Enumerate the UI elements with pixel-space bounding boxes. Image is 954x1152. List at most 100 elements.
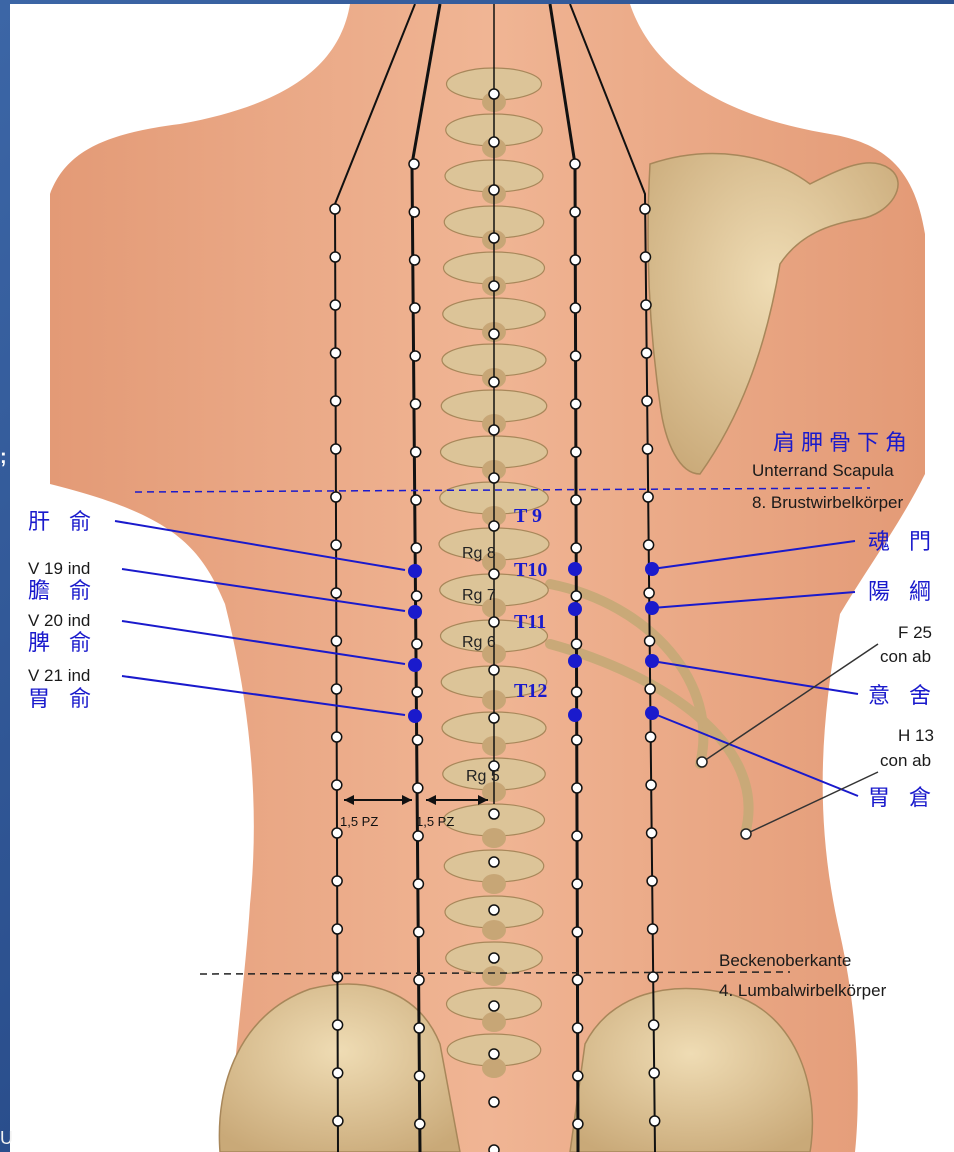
meridian-point (411, 543, 421, 553)
meridian-point (570, 159, 580, 169)
meridian-point (489, 569, 499, 579)
acupoint-t12-upper (568, 654, 582, 668)
meridian-point (489, 1145, 499, 1152)
acupoint-t10 (568, 562, 582, 576)
label-v19: V 19 ind (28, 559, 90, 578)
label-f25-sub: con ab (880, 647, 931, 666)
meridian-point (572, 879, 582, 889)
meridian-point (489, 233, 499, 243)
meridian-point (641, 252, 651, 262)
meridian-point (570, 207, 580, 217)
label-scapula-cn: 肩胛骨下角 (773, 431, 913, 456)
meridian-point (571, 495, 581, 505)
acupoint-t11 (568, 602, 582, 616)
meridian-point (333, 1068, 343, 1078)
meridian-point (414, 975, 424, 985)
meridian-point (571, 351, 581, 361)
spinous-process (482, 828, 506, 848)
label-h13: H 13 (898, 726, 934, 745)
meridian-point (489, 809, 499, 819)
acupoint-dan-shu (408, 605, 422, 619)
meridian-point (489, 281, 499, 291)
acupoint-wei-cang (645, 706, 659, 720)
meridian-point (489, 617, 499, 627)
meridian-point (330, 300, 340, 310)
label-iliac: Beckenoberkante (719, 951, 851, 970)
meridian-point (410, 351, 420, 361)
meridian-point (489, 905, 499, 915)
meridian-point (411, 495, 421, 505)
label-t10: T10 (514, 559, 547, 581)
meridian-point (412, 687, 422, 697)
spinous-process (482, 874, 506, 894)
f25-point (697, 757, 707, 767)
meridian-point (573, 1119, 583, 1129)
meridian-point (647, 828, 657, 838)
label-t12: T12 (514, 680, 547, 702)
meridian-point (649, 1020, 659, 1030)
meridian-point (489, 857, 499, 867)
meridian-point (573, 1023, 583, 1033)
meridian-point (410, 303, 420, 313)
label-t9: T 9 (514, 505, 542, 527)
meridian-point (332, 732, 342, 742)
meridian-point (489, 1001, 499, 1011)
label-yang-gang: 陽 綱 (868, 580, 937, 605)
spinous-process (482, 1058, 506, 1078)
meridian-point (489, 137, 499, 147)
meridian-point (640, 204, 650, 214)
meridian-point (414, 1023, 424, 1033)
meridian-point (414, 927, 424, 937)
meridian-point (410, 255, 420, 265)
back-anatomy-diagram: 肩胛骨下角 Unterrand Scapula 8. Brustwirbelkö… (10, 4, 954, 1152)
meridian-point (333, 1020, 343, 1030)
label-t11: T11 (514, 611, 546, 633)
acupoint-t12-lower (568, 708, 582, 722)
meridian-point (333, 1116, 343, 1126)
h13-point (741, 829, 751, 839)
meridian-point (649, 1068, 659, 1078)
meridian-point (642, 396, 652, 406)
meridian-point (571, 591, 581, 601)
meridian-point (332, 780, 342, 790)
meridian-point (489, 473, 499, 483)
meridian-point (412, 639, 422, 649)
label-hun-men: 魂 門 (868, 530, 937, 555)
meridian-point (644, 540, 654, 550)
acupoint-gan-shu (408, 564, 422, 578)
meridian-point (647, 876, 657, 886)
meridian-point (332, 684, 342, 694)
meridian-point (330, 252, 340, 262)
meridian-point (412, 591, 422, 601)
meridian-point (570, 255, 580, 265)
meridian-point (489, 953, 499, 963)
slide-side-glyph: ; (0, 446, 7, 469)
meridian-point (572, 639, 582, 649)
label-rg7: Rg 7 (462, 587, 496, 604)
meridian-point (331, 636, 341, 646)
meridian-point (331, 540, 341, 550)
label-thoracic8: 8. Brustwirbelkörper (752, 493, 904, 512)
meridian-point (413, 831, 423, 841)
meridian-point (645, 636, 655, 646)
meridian-point (489, 329, 499, 339)
acupoint-yi-she (645, 654, 659, 668)
meridian-point (489, 89, 499, 99)
label-lumbar4: 4. Lumbalwirbelkörper (719, 981, 887, 1000)
meridian-point (650, 1116, 660, 1126)
meridian-point (572, 831, 582, 841)
meridian-point (331, 396, 341, 406)
meridian-point (409, 159, 419, 169)
meridian-point (415, 1119, 425, 1129)
meridian-point (646, 732, 656, 742)
label-f25: F 25 (898, 623, 932, 642)
meridian-point (489, 521, 499, 531)
meridian-point (645, 684, 655, 694)
meridian-point (641, 300, 651, 310)
meridian-point (571, 399, 581, 409)
meridian-point (331, 492, 341, 502)
label-v21: V 21 ind (28, 666, 90, 685)
meridian-point (573, 975, 583, 985)
meridian-point (648, 972, 658, 982)
acupoint-pi-shu (408, 658, 422, 672)
